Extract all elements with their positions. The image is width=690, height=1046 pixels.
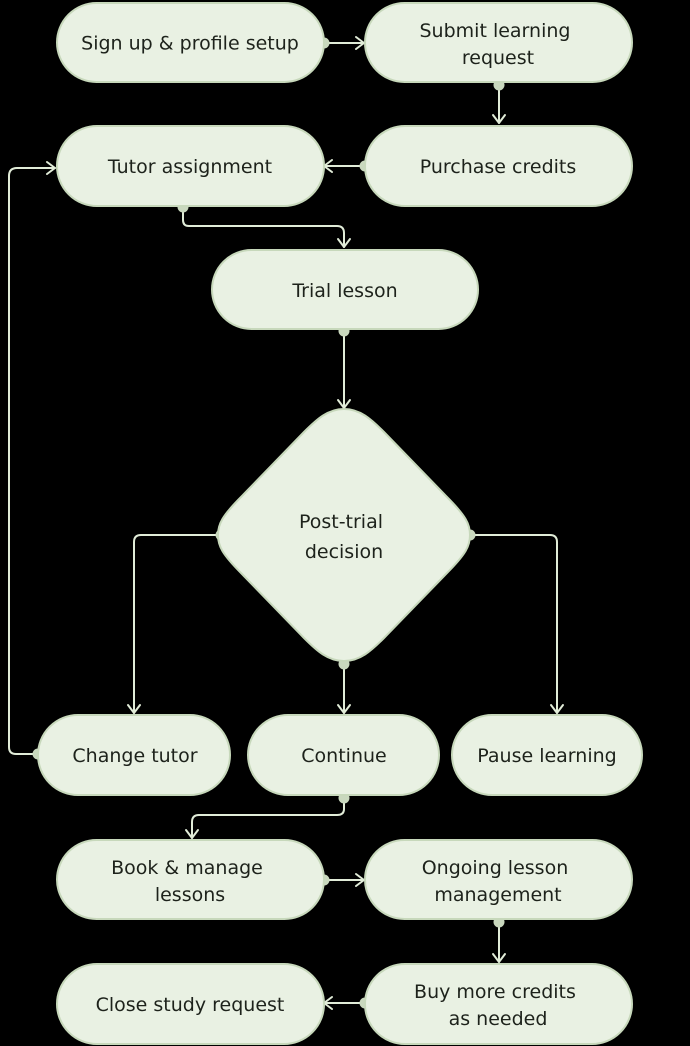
node-close-study-request: Close study request	[56, 963, 325, 1045]
node-change-tutor: Change tutor	[37, 714, 231, 796]
edge-tutor-assignment-to-trial	[177, 201, 351, 248]
node-signup: Sign up & profile setup	[56, 2, 325, 83]
node-signup-label: Sign up & profile setup	[81, 33, 299, 55]
node-close-label: Close study request	[96, 994, 285, 1016]
node-trial-label: Trial lesson	[291, 280, 397, 302]
edge-continue-to-book	[185, 792, 350, 839]
edge-purchase-to-tutor-assignment	[323, 159, 371, 173]
node-buy-more-credits: Buy more credits as needed	[364, 963, 633, 1045]
node-ongoing-label: Ongoing lesson management	[422, 857, 575, 906]
node-submit-label: Submit learning request	[420, 20, 577, 69]
node-continue-label: Continue	[301, 745, 386, 767]
edge-change-tutor-to-tutor-assignment	[8, 161, 56, 760]
node-book-label: Book & manage lessons	[111, 857, 269, 906]
edge-book-to-ongoing	[318, 873, 365, 887]
node-buy-more-label: Buy more credits as needed	[414, 981, 582, 1030]
edge-submit-to-purchase	[492, 79, 506, 124]
node-change-tutor-label: Change tutor	[72, 745, 197, 767]
node-purchase-label: Purchase credits	[420, 156, 577, 178]
node-pause-learning: Pause learning	[451, 714, 643, 796]
node-trial-lesson: Trial lesson	[211, 249, 479, 330]
node-continue: Continue	[247, 714, 440, 796]
node-post-trial-decision: Post-trial decision	[216, 407, 472, 663]
edge-trial-to-decision	[337, 325, 351, 409]
node-purchase-credits: Purchase credits	[364, 125, 633, 207]
node-tutor-assignment-label: Tutor assignment	[107, 156, 272, 178]
node-tutor-assignment: Tutor assignment	[56, 125, 325, 207]
edge-decision-to-pause	[464, 529, 564, 714]
edge-ongoing-to-buy-more	[492, 916, 506, 963]
edge-signup-to-submit	[318, 36, 365, 50]
node-ongoing-lesson-management: Ongoing lesson management	[364, 839, 633, 920]
node-submit-learning-request: Submit learning request	[364, 2, 633, 83]
edge-decision-to-change-tutor	[127, 529, 227, 714]
edge-decision-to-continue	[337, 658, 351, 714]
node-pause-label: Pause learning	[477, 745, 616, 767]
node-decision-label: Post-trial decision	[299, 511, 389, 563]
node-book-manage-lessons: Book & manage lessons	[56, 839, 325, 920]
edge-buy-more-to-close	[323, 996, 371, 1010]
